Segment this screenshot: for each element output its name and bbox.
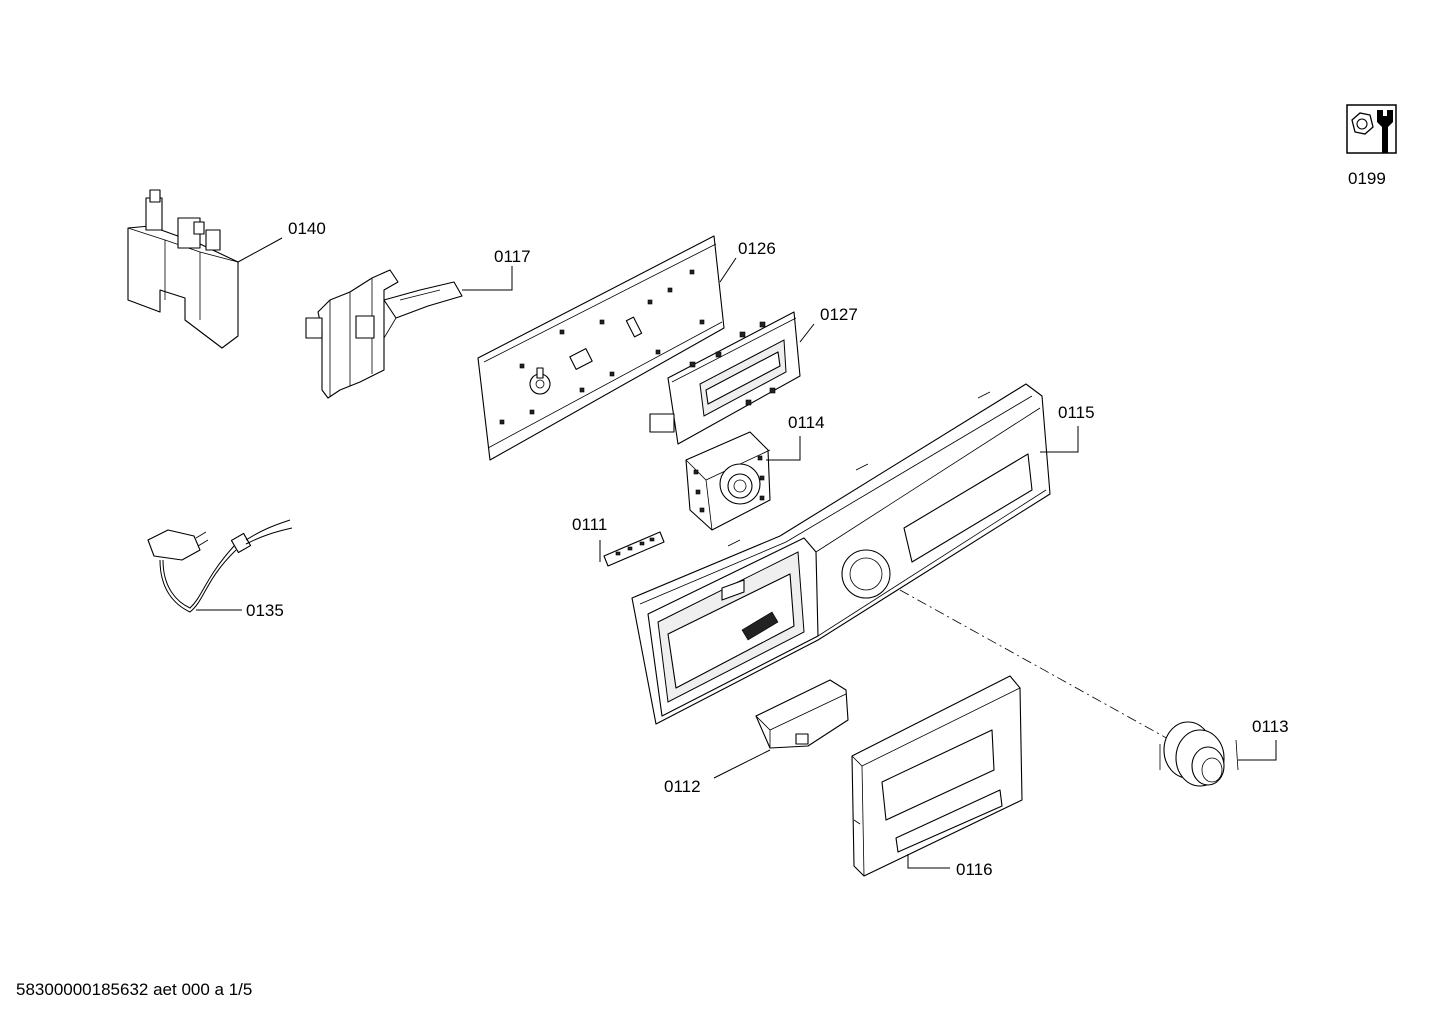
part-0117-bracket	[305, 269, 463, 399]
axis-line	[899, 589, 1171, 741]
part-0112-handle	[755, 679, 849, 749]
part-0140-module	[127, 189, 239, 349]
document-reference: 58300000185632 aet 000 a 1/5	[16, 980, 253, 999]
part-label-0117: 0117	[494, 247, 531, 266]
part-label-0114: 0114	[788, 413, 825, 432]
part-0114-selector-housing	[685, 431, 771, 531]
leader-lines	[196, 237, 1277, 869]
part-label-0112: 0112	[664, 777, 701, 796]
part-label-0113: 0113	[1252, 717, 1289, 736]
part-0126-circuit-board	[477, 235, 725, 461]
wrench-nut-icon	[1346, 104, 1397, 154]
part-0127-display-frame	[649, 311, 801, 445]
part-0115-control-panel	[631, 383, 1051, 725]
part-label-0140: 0140	[288, 219, 326, 238]
part-0116-drawer-front	[851, 675, 1023, 877]
part-label-0127: 0127	[820, 305, 858, 324]
part-label-0126: 0126	[738, 239, 776, 258]
part-label-0115: 0115	[1058, 403, 1095, 422]
part-label-0111: 0111	[572, 515, 607, 534]
part-label-0199: 0199	[1348, 169, 1386, 188]
part-label-0116: 0116	[956, 860, 993, 879]
part-0113-knob	[1159, 721, 1239, 787]
part-0135-power-cable	[147, 519, 293, 613]
part-label-0135: 0135	[246, 601, 284, 620]
part-0111-small-board	[603, 531, 665, 567]
